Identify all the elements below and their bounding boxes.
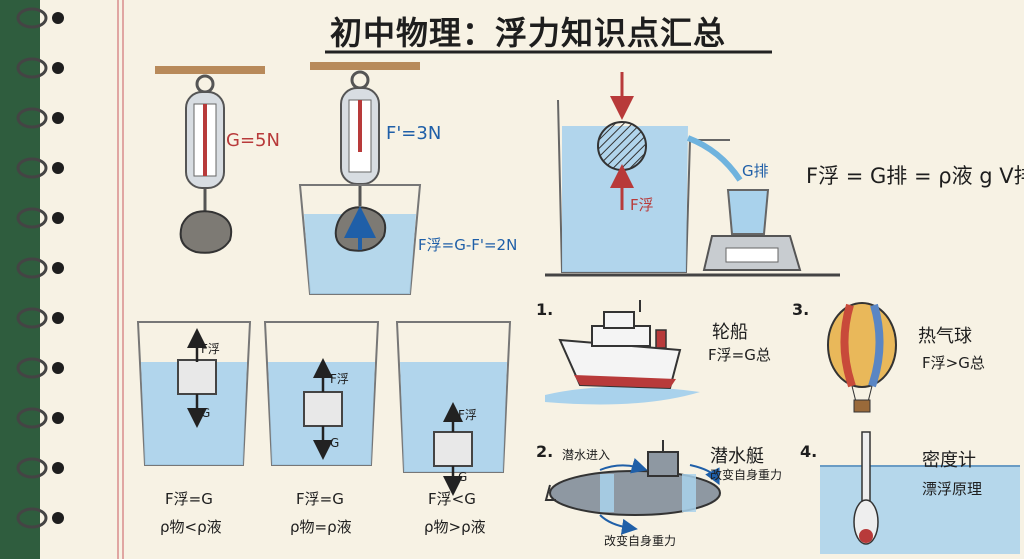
app2-note-top: 潜水进入 (562, 448, 611, 462)
app4-equation: 漂浮原理 (922, 480, 983, 498)
spring-scale-air (155, 66, 265, 254)
air-weight-label: G=5N (226, 130, 280, 151)
app3-number: 3. (792, 300, 810, 319)
state1-up-label: F浮 (201, 342, 220, 356)
app3-equation: F浮>G总 (922, 354, 985, 372)
binding-hole (52, 362, 64, 374)
binding-hole (52, 112, 64, 124)
binding-ring (16, 107, 48, 129)
binding-ring (16, 307, 48, 329)
binding-hole (52, 62, 64, 74)
binding-hole (52, 12, 64, 24)
hydrometer-illustration (820, 431, 1020, 554)
state1-down-label: G (201, 406, 211, 420)
state3-force-equation: F浮<G (428, 490, 476, 508)
archimedes-formula: F浮 = G排 = ρ液 g V排 (806, 164, 1024, 188)
binding-ring (16, 407, 48, 429)
binding-ring (16, 457, 48, 479)
buoyancy-weighing-equation: F浮=G-F'=2N (418, 236, 518, 254)
app1-name: 轮船 (712, 322, 748, 343)
app2-number: 2. (536, 442, 554, 461)
app4-name: 密度计 (922, 450, 976, 471)
binding-ring (16, 207, 48, 229)
app1-equation: F浮=G总 (708, 346, 771, 364)
binding-hole (52, 512, 64, 524)
binding-hole (52, 212, 64, 224)
app2-name: 潜水艇 (710, 446, 764, 467)
water-reading-label: F'=3N (386, 123, 442, 144)
state2-up-label: F浮 (330, 372, 349, 386)
app2-note-right: 改变自身重力 (710, 468, 783, 482)
buoyancy-force-label: F浮 (630, 196, 654, 214)
binding-ring (16, 57, 48, 79)
app3-name: 热气球 (918, 326, 972, 347)
binding-hole (52, 162, 64, 174)
page-title: 初中物理：浮力知识点汇总 (330, 14, 727, 52)
app4-number: 4. (800, 442, 818, 461)
state3-density-equation: ρ物>ρ液 (424, 518, 486, 536)
notebook-binding (0, 0, 124, 559)
spring-scale-water (298, 62, 422, 295)
floating-state-2 (263, 321, 380, 466)
floating-state-3 (395, 321, 512, 496)
hot-air-balloon (827, 302, 897, 413)
state3-down-label: G (458, 470, 468, 484)
ship-illustration (545, 300, 700, 405)
overflow-experiment (545, 72, 840, 277)
app2-note-bottom: 改变自身重力 (604, 534, 677, 548)
binding-ring (16, 7, 48, 29)
state1-density-equation: ρ物<ρ液 (160, 518, 222, 536)
state2-force-equation: F浮=G (296, 490, 344, 508)
state2-down-label: G (330, 436, 340, 450)
submarine-illustration (544, 440, 721, 535)
state1-force-equation: F浮=G (165, 490, 213, 508)
binding-ring (16, 157, 48, 179)
state3-up-label: F浮 (458, 408, 477, 422)
binding-ring (16, 257, 48, 279)
app1-number: 1. (536, 300, 554, 319)
floating-state-1 (136, 321, 252, 466)
binding-hole (52, 312, 64, 324)
displaced-weight-label: G排 (742, 162, 769, 180)
binding-hole (52, 262, 64, 274)
state2-density-equation: ρ物=ρ液 (290, 518, 352, 536)
binding-ring (16, 507, 48, 529)
binding-hole (52, 462, 64, 474)
binding-ring (16, 357, 48, 379)
binding-hole (52, 412, 64, 424)
